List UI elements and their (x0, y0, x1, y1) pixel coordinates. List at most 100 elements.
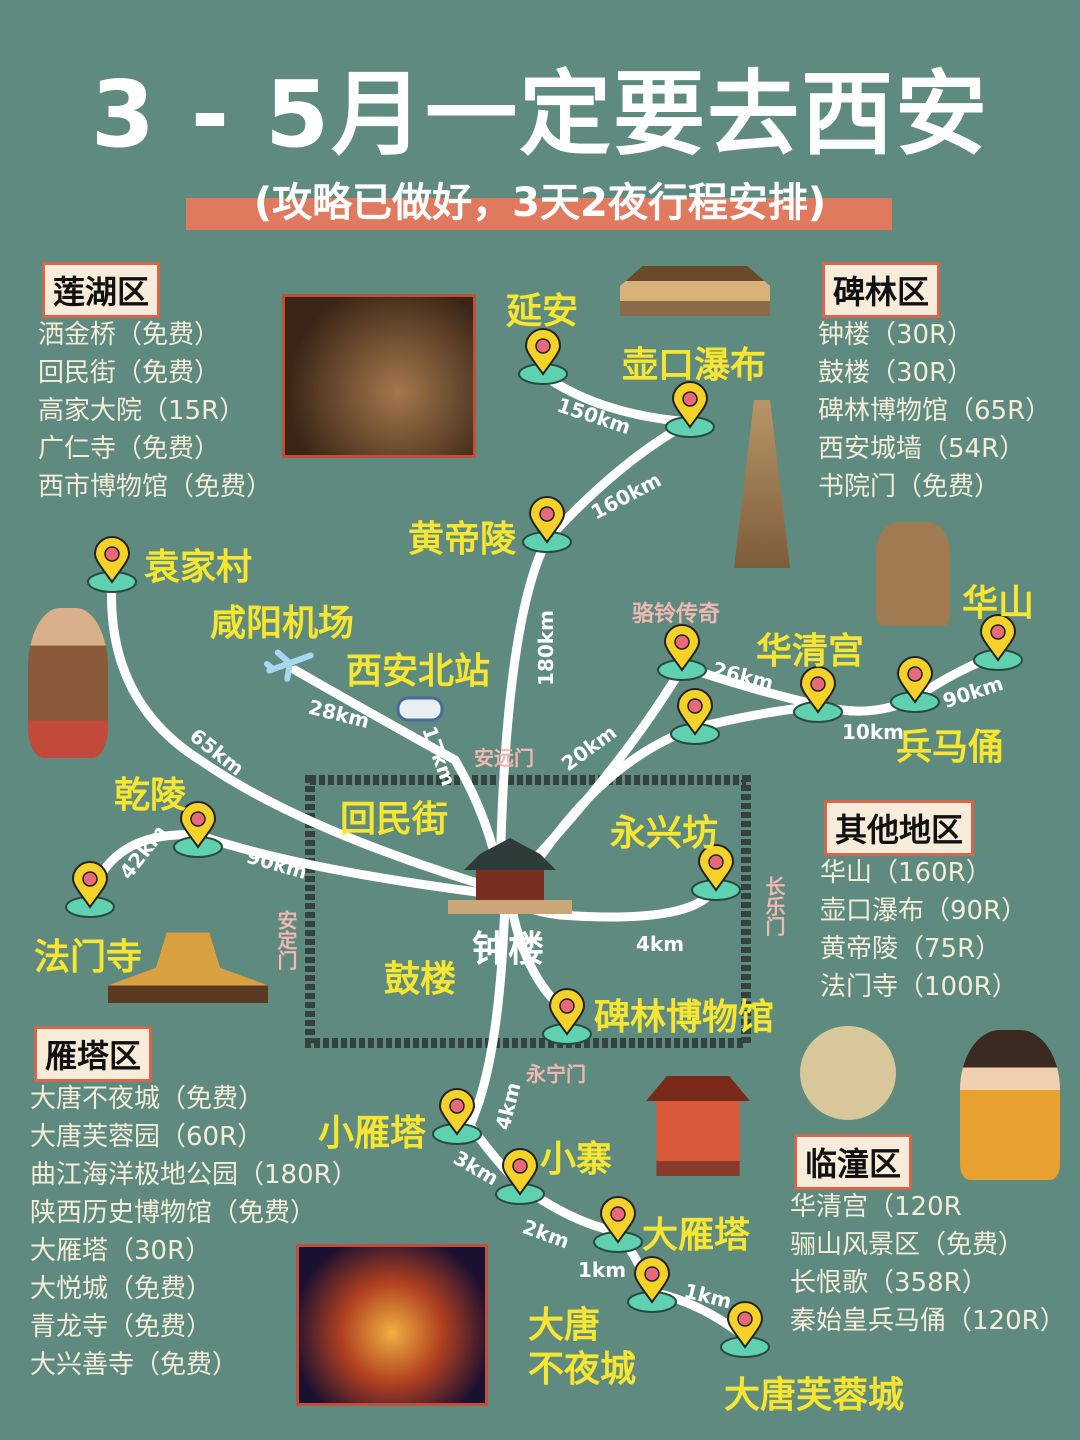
road-airport-zhonglou (290, 665, 505, 885)
distance-label: 10km (842, 720, 904, 744)
distance-label: 1km (578, 1258, 627, 1282)
attraction-item: 大兴善寺（免费） (30, 1350, 239, 1380)
location-pin-icon (890, 656, 940, 713)
location-pin-icon (495, 1148, 545, 1205)
place-gulou: 鼓楼 (384, 959, 457, 1000)
location-pin-icon (793, 666, 843, 723)
attraction-item: 秦始皇兵马俑（120R） (790, 1306, 1066, 1336)
place-datang-line1: 大唐 (528, 1305, 601, 1346)
place-xian-north-station: 西安北站 (346, 651, 491, 692)
attraction-item: 西市博物馆（免费） (38, 472, 273, 502)
gate-anding: 安定门 (274, 910, 298, 970)
place-famensi: 法门寺 (34, 937, 143, 978)
attraction-item: 黄帝陵（75R） (820, 934, 1002, 964)
attraction-item: 大唐不夜城（免费） (30, 1084, 265, 1114)
attraction-item: 鼓楼（30R） (818, 358, 974, 388)
place-yongxingfang: 永兴坊 (610, 813, 719, 854)
location-pin-icon (691, 844, 741, 901)
area-beilin-list: 钟楼（30R）鼓楼（30R）碑林博物馆（65R）西安城墙（54R）书院门（免费） (818, 316, 1051, 506)
place-hukou: 壶口瀑布 (622, 345, 767, 386)
attraction-item: 广仁寺（免费） (38, 434, 221, 464)
drum-tower-illustration (646, 1076, 750, 1176)
place-yuanjiacun: 袁家村 (144, 547, 253, 588)
area-lianhu-list: 洒金桥（免费） 回民街（免费） 高家大院（15R） 广仁寺（免费） 西市博物馆（免费） (38, 316, 272, 506)
attraction-item: 青龙寺（免费） (30, 1312, 213, 1342)
attraction-item: 洒金桥（免费） (38, 320, 221, 350)
distance-label: 4km (636, 932, 685, 956)
attraction-item: 西安城墙（54R） (818, 434, 1026, 464)
place-luoling: 骆铃传奇 (632, 602, 721, 627)
city-wall-outline (305, 775, 751, 1048)
location-pin-icon (720, 1301, 770, 1358)
road-yuanjiacun-zhonglou (107, 575, 505, 895)
road-hukou-huangdiling (542, 417, 695, 545)
location-pin-icon (518, 328, 568, 385)
gate-yongning: 永宁门 (526, 1062, 586, 1086)
place-bingmayong: 兵马俑 (896, 727, 1005, 768)
area-yanta-heading: 雁塔区 (34, 1026, 153, 1082)
attraction-item: 陕西历史博物馆（免费） (30, 1198, 317, 1228)
place-zhonglou: 钟楼 (472, 929, 545, 970)
location-pin-icon (522, 496, 572, 553)
terracotta-warriors-photo (282, 294, 476, 458)
attraction-item: 回民街（免费） (38, 358, 221, 388)
place-xiaozhai: 小寨 (540, 1139, 613, 1180)
location-pin-icon (65, 861, 115, 918)
palace-illustration (620, 266, 770, 316)
attraction-item: 碑林博物馆（65R） (818, 396, 1052, 426)
attraction-item: 书院门（免费） (818, 472, 1001, 502)
warrior-cartoon-illustration (28, 608, 108, 758)
place-huashan: 华山 (962, 583, 1035, 624)
area-lintong-heading: 临潼区 (794, 1134, 913, 1190)
area-beilin-heading: 碑林区 (822, 262, 941, 318)
tang-girl-cartoon-illustration (800, 1026, 896, 1120)
attraction-item: 大悦城（免费） (30, 1274, 213, 1304)
location-pin-icon (665, 381, 715, 438)
place-huangdiling: 黄帝陵 (408, 519, 517, 560)
area-other-list: 华山（160R）壶口瀑布（90R）黄帝陵（75R）法门寺（100R） (820, 854, 1027, 1006)
place-huiminjie: 回民街 (340, 799, 449, 840)
page-title: 3 - 5月一定要去西安 (90, 61, 990, 168)
attraction-item: 大雁塔（30R） (30, 1236, 212, 1266)
attraction-item: 长恨歌（358R） (790, 1268, 988, 1298)
place-dayanta: 大雁塔 (642, 1215, 751, 1256)
place-xiaoyanta: 小雁塔 (318, 1113, 427, 1154)
location-pin-icon (432, 1088, 482, 1145)
tang-lady-illustration (960, 1030, 1060, 1180)
location-pin-icon (627, 1256, 677, 1313)
place-yanan: 延安 (506, 291, 579, 332)
place-datang-line2: 不夜城 (528, 1349, 637, 1390)
location-pin-icon (973, 614, 1023, 671)
road-east (695, 650, 1003, 716)
attraction-item: 高家大院（15R） (38, 396, 246, 426)
subtitle: (攻略已做好，3天2夜行程安排) (253, 180, 827, 226)
attraction-item: 华山（160R） (820, 858, 992, 888)
location-pin-icon (542, 988, 592, 1045)
place-xianyang-airport: 咸阳机场 (210, 603, 355, 644)
road-yanan-hukou (538, 370, 695, 427)
attraction-item: 法门寺（100R） (820, 972, 1018, 1002)
subtitle-highlight (186, 198, 892, 230)
area-yanta-list: 大唐不夜城（免费） 大唐芙蓉园（60R） 曲江海洋极地公园（180R） 陕西历史博物馆… (30, 1080, 358, 1384)
place-beilin-museum: 碑林博物馆 (594, 997, 775, 1038)
location-pin-icon (670, 688, 720, 745)
area-other-heading: 其他地区 (824, 800, 975, 856)
location-pin-icon (593, 1196, 643, 1253)
gate-changle: 长乐门 (762, 876, 786, 936)
place-qianling: 乾陵 (114, 775, 187, 816)
gate-anyuan: 安远门 (474, 746, 534, 770)
train-icon (396, 696, 444, 722)
area-lianhu-heading: 莲湖区 (42, 262, 161, 318)
attraction-item: 大唐芙蓉园（60R） (30, 1122, 264, 1152)
location-pin-icon (87, 536, 137, 593)
area-lintong-list: 华清宫（120R 骊山风景区（免费） 长恨歌（358R） 秦始皇兵马俑（120R） (790, 1188, 1066, 1340)
bell-tower-icon (448, 838, 572, 914)
camel-figurine-illustration (876, 522, 950, 626)
attraction-item: 骊山风景区（免费） (790, 1230, 1025, 1260)
attraction-item: 华清宫（120R (790, 1192, 962, 1222)
road-huangdiling-zhonglou (495, 535, 552, 885)
attraction-item: 曲江海洋极地公园（180R） (30, 1160, 358, 1190)
place-furong: 大唐芙蓉城 (724, 1375, 905, 1416)
datang-night-photo (296, 1244, 488, 1406)
